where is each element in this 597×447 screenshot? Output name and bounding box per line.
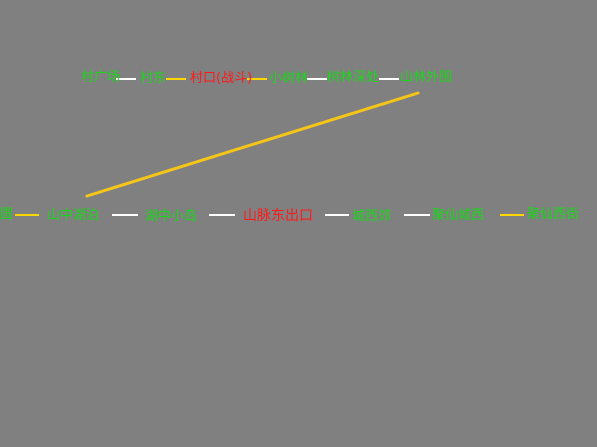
connector xyxy=(500,214,524,216)
map-node-deep-forest[interactable]: 树林深处 xyxy=(327,70,380,85)
connector xyxy=(116,78,136,80)
map-node-lake-island[interactable]: 湖中小岛 xyxy=(145,209,198,224)
map-node-village-east[interactable]: 村东 xyxy=(140,71,167,86)
connector xyxy=(404,214,430,216)
connector xyxy=(112,214,138,216)
connector xyxy=(15,214,39,216)
connector xyxy=(209,214,235,216)
map-node-mountain-lake[interactable]: 山中湖泊 xyxy=(47,208,100,223)
map-node-garden[interactable]: 圆 xyxy=(0,207,14,222)
map-node-village-square[interactable]: 村广场 xyxy=(81,70,121,85)
connector xyxy=(325,214,349,216)
map-node-west-suburb[interactable]: 城西郊 xyxy=(352,209,392,224)
map-node-mountain-east-exit[interactable]: 山脉东出口 xyxy=(243,208,313,224)
connector xyxy=(379,78,399,80)
map-node-juxian-west-street[interactable]: 聚仙西街 xyxy=(527,207,580,222)
map-node-forest-outskirts[interactable]: 山林外围 xyxy=(400,70,453,85)
connector xyxy=(247,78,267,80)
connector xyxy=(166,78,186,80)
connector xyxy=(307,78,327,80)
map-node-juxian-city-west[interactable]: 聚仙城西 xyxy=(432,208,485,223)
map-node-village-entrance-battle[interactable]: 村口(战斗) xyxy=(190,71,253,86)
map-node-small-grove[interactable]: 小树林 xyxy=(269,71,309,86)
